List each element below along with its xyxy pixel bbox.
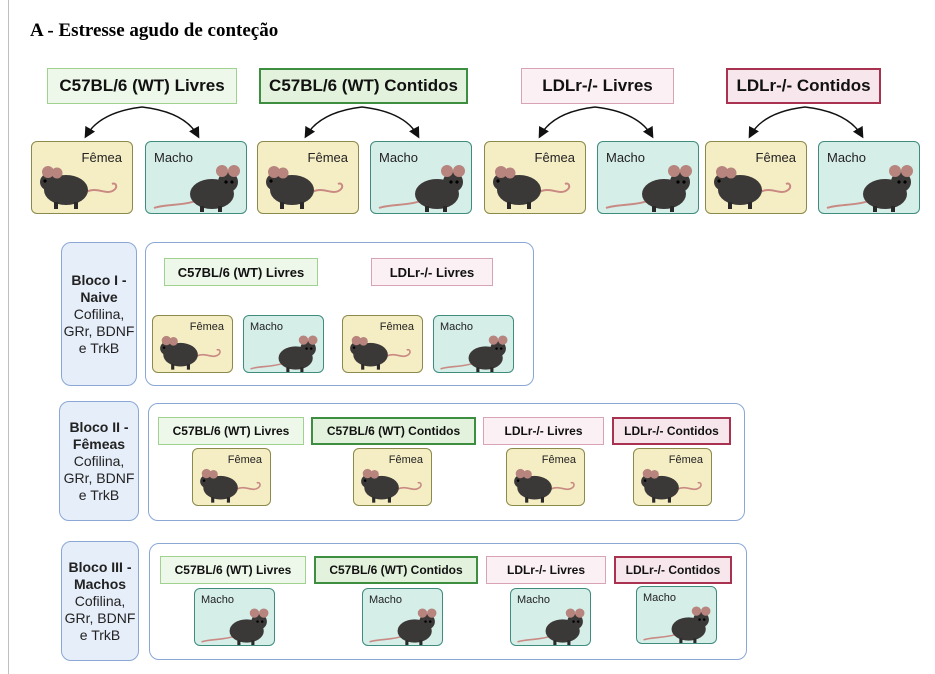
mouse-icon [201,608,269,645]
mouse-icon [378,165,465,212]
block-name: Bloco II - Fêmeas [69,418,129,452]
arrow-icon [361,106,420,139]
block-title-bloco-i: Bloco I - Naive Cofilina, GRr, BDNF e Tr… [61,242,137,386]
group-label-ldlr-livres: LDLr-/- Livres [371,258,493,286]
block-targets: Cofilina, GRr, BDNF e TrkB [64,592,136,643]
card-b3-ldlr-contidos-male: Macho [636,586,717,644]
mouse-icon [350,335,411,370]
card-b2-wt-contidos-female: Fêmea [353,448,432,506]
sex-label: Macho [643,592,677,604]
block-title-bloco-iii: Bloco III - Machos Cofilina, GRr, BDNF e… [61,541,139,661]
sex-label: Macho [369,594,403,606]
block-name: Bloco III - Machos [68,558,132,592]
mouse-icon [250,335,318,372]
sex-label: Fêmea [189,321,224,333]
mouse-icon [826,165,913,212]
sex-label: Fêmea [541,454,576,466]
arrow-icon [804,106,864,139]
group-label-ldlr-contidos: LDLr-/- Contidos [726,68,881,104]
sex-label: Fêmea [534,150,575,165]
frame-border [8,0,9,674]
card-b3-wt-contidos-male: Macho [362,588,443,646]
mouse-icon [200,468,261,503]
mouse-icon [641,468,702,503]
sex-label: Macho [606,150,646,165]
mouse-icon [160,335,221,370]
arrow-icon [538,106,596,139]
sex-label: Fêmea [379,321,414,333]
mouse-icon [369,608,437,645]
arrow-icon [594,106,654,139]
mouse-icon [517,608,585,645]
group-label-wt-livres: C57BL/6 (WT) Livres [47,68,237,104]
group-label-wt-livres: C57BL/6 (WT) Livres [164,258,318,286]
sex-label: Macho [201,594,235,606]
card-b1-ldlr-female: Fêmea [342,315,423,373]
mouse-icon [514,468,575,503]
sex-label: Fêmea [227,454,262,466]
figure-title: A - Estresse agudo de conteção [30,20,279,41]
group-label-wt-contidos: C57BL/6 (WT) Contidos [314,556,478,584]
arrow-icon [141,106,200,139]
sex-label: Macho [250,321,284,333]
sex-label: Macho [154,150,194,165]
group-label-wt-livres: C57BL/6 (WT) Livres [160,556,306,584]
mouse-icon [266,166,344,209]
arrow-icon [304,106,363,139]
card-wt-livres-female: Fêmea [31,141,133,214]
card-b1-ldlr-male: Macho [433,315,514,373]
group-label-ldlr-livres: LDLr-/- Livres [483,417,604,445]
arrow-icon [748,106,806,139]
sex-label: Fêmea [81,150,122,165]
sex-label: Macho [379,150,419,165]
mouse-icon [493,166,571,209]
mouse-icon [361,468,422,503]
card-ldlr-livres-male: Macho [597,141,699,214]
mouse-icon [440,335,508,372]
mouse-icon [714,166,792,209]
card-wt-livres-male: Macho [145,141,247,214]
mouse-icon [153,165,240,212]
group-label-ldlr-contidos: LDLr-/- Contidos [614,556,732,584]
card-b2-wt-livres-female: Fêmea [192,448,271,506]
card-b2-ldlr-contidos-female: Fêmea [633,448,712,506]
sex-label: Macho [440,321,474,333]
sex-label: Fêmea [668,454,703,466]
block-targets: Cofilina, GRr, BDNF e TrkB [63,305,135,356]
card-b1-wt-male: Macho [243,315,324,373]
card-b3-ldlr-livres-male: Macho [510,588,591,646]
group-label-wt-contidos: C57BL/6 (WT) Contidos [311,417,476,445]
card-ldlr-livres-female: Fêmea [484,141,586,214]
group-label-ldlr-contidos: LDLr-/- Contidos [612,417,731,445]
mouse-icon [40,166,118,209]
sex-label: Macho [827,150,867,165]
group-label-wt-contidos: C57BL/6 (WT) Contidos [259,68,468,104]
card-ldlr-contidos-male: Macho [818,141,920,214]
sex-label: Fêmea [388,454,423,466]
block-targets: Cofilina, GRr, BDNF e TrkB [63,452,135,503]
group-label-ldlr-livres: LDLr-/- Livres [521,68,674,104]
group-label-ldlr-livres: LDLr-/- Livres [486,556,606,584]
sex-label: Fêmea [307,150,348,165]
arrow-icon [84,106,143,139]
block-title-bloco-ii: Bloco II - Fêmeas Cofilina, GRr, BDNF e … [59,401,139,521]
card-b3-wt-livres-male: Macho [194,588,275,646]
card-ldlr-contidos-female: Fêmea [705,141,807,214]
card-wt-contidos-male: Macho [370,141,472,214]
card-b2-ldlr-livres-female: Fêmea [506,448,585,506]
group-label-wt-livres: C57BL/6 (WT) Livres [158,417,304,445]
mouse-icon [643,606,711,643]
card-wt-contidos-female: Fêmea [257,141,359,214]
sex-label: Fêmea [755,150,796,165]
mouse-icon [605,165,692,212]
block-name: Bloco I - Naive [71,271,127,305]
sex-label: Macho [517,594,551,606]
card-b1-wt-female: Fêmea [152,315,233,373]
